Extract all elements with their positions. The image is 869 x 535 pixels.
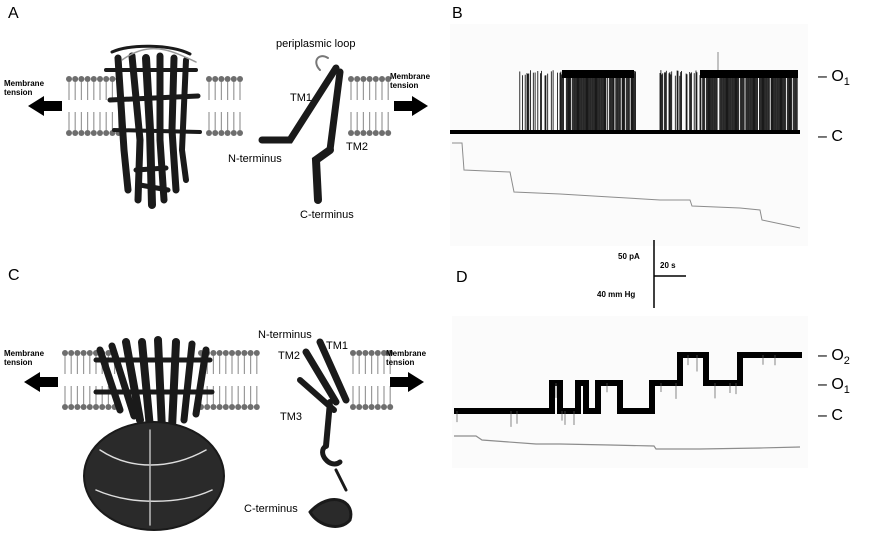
membrane-tension-label-left-a: Membrane xyxy=(4,79,45,88)
pressure-trace-b xyxy=(452,142,801,229)
lipid-bilayer-mid-a xyxy=(205,75,244,137)
level-o1-label-b: – O1 xyxy=(818,68,850,88)
lipid xyxy=(90,75,98,137)
lipid xyxy=(86,349,94,411)
lipid-bilayer-right-a xyxy=(347,75,392,137)
membrane-tension-label-right-c-2: tension xyxy=(386,358,415,367)
current-trace-d xyxy=(454,352,802,427)
scale-time-label: 20 s xyxy=(660,261,676,270)
tension-arrow-left-c xyxy=(24,372,58,392)
panel-label-c: C xyxy=(8,267,20,284)
lipid xyxy=(378,75,386,137)
lipid xyxy=(67,349,75,411)
membrane-tension-label-left-c: Membrane xyxy=(4,349,45,358)
tension-arrow-right-c xyxy=(390,372,424,392)
lipid xyxy=(359,75,367,137)
membrane-tension-label-left-a-2: tension xyxy=(4,88,33,97)
lipid xyxy=(73,349,82,411)
mscs-heptamer-structure xyxy=(83,336,225,531)
tension-arrow-right-a xyxy=(394,96,428,116)
tension-arrow-left-a xyxy=(28,96,62,116)
level-c-label-d: – C xyxy=(818,407,843,424)
scale-current-label: 50 pA xyxy=(618,252,640,261)
lipid xyxy=(228,349,236,411)
lipid xyxy=(216,349,224,411)
periplasmic-loop-label: periplasmic loop xyxy=(276,38,355,50)
c-terminus-label-a: C-terminus xyxy=(300,209,354,221)
mscs-monomer-structure xyxy=(297,338,353,528)
lipid xyxy=(79,349,88,411)
panel-label-a: A xyxy=(8,5,19,22)
membrane-tension-label-right-a: Membrane xyxy=(390,72,431,81)
lipid xyxy=(61,349,69,411)
lipid xyxy=(236,75,244,137)
lipid xyxy=(83,75,92,137)
n-terminus-label-a: N-terminus xyxy=(228,153,282,165)
lipid xyxy=(205,75,213,137)
n-terminus-label-c: N-terminus xyxy=(258,329,312,341)
trace-steps xyxy=(454,352,802,414)
mscl-pentamer-structure xyxy=(104,44,202,209)
membrane-tension-label-right-a-2: tension xyxy=(390,81,419,90)
tm1-label-c: TM1 xyxy=(326,340,348,352)
lipid xyxy=(222,349,230,411)
lipid xyxy=(240,349,248,411)
lipid xyxy=(224,75,232,137)
level-c-label-b: – C xyxy=(818,128,843,145)
trace-open-block xyxy=(700,70,798,78)
lipid xyxy=(353,75,361,137)
scale-pressure-label: 40 mm Hg xyxy=(597,290,635,299)
c-terminus-label-c: C-terminus xyxy=(244,503,298,515)
level-o1-label-d: – O1 xyxy=(818,376,850,396)
pressure-trace-d xyxy=(454,435,801,450)
lipid xyxy=(102,75,110,137)
lipid xyxy=(234,349,242,411)
level-o2-label-d: – O2 xyxy=(818,347,850,367)
lipid xyxy=(108,75,117,137)
lipid xyxy=(253,349,261,411)
lipid xyxy=(347,75,355,137)
mscl-monomer-structure xyxy=(258,55,344,204)
lipid xyxy=(217,75,225,137)
membrane-tension-label-left-c-2: tension xyxy=(4,358,33,367)
lipid xyxy=(77,75,86,137)
lipid xyxy=(349,349,357,411)
lipid xyxy=(71,75,79,137)
trace-background-b xyxy=(450,24,808,246)
lipid xyxy=(65,75,73,137)
lipid xyxy=(361,349,369,411)
panel-label-b: B xyxy=(452,5,463,22)
lipid xyxy=(368,349,376,411)
lipid xyxy=(355,349,363,411)
tm3-label-c: TM3 xyxy=(280,411,302,423)
panel-label-d: D xyxy=(456,269,468,286)
membrane-tension-label-right-c: Membrane xyxy=(386,349,427,358)
lipid xyxy=(372,75,380,137)
lipid xyxy=(96,75,104,137)
tm1-label-a: TM1 xyxy=(290,92,312,104)
lipid-bilayer-left-a xyxy=(65,75,123,137)
lipid xyxy=(211,75,219,137)
lipid xyxy=(247,349,255,411)
lipid xyxy=(374,349,382,411)
trace-open-block xyxy=(562,70,634,78)
tm2-label-c: TM2 xyxy=(278,350,300,362)
lipid xyxy=(366,75,374,137)
lipid xyxy=(230,75,238,137)
tm2-label-a: TM2 xyxy=(346,141,368,153)
current-trace-b xyxy=(450,52,800,134)
scale-bar xyxy=(653,240,686,308)
